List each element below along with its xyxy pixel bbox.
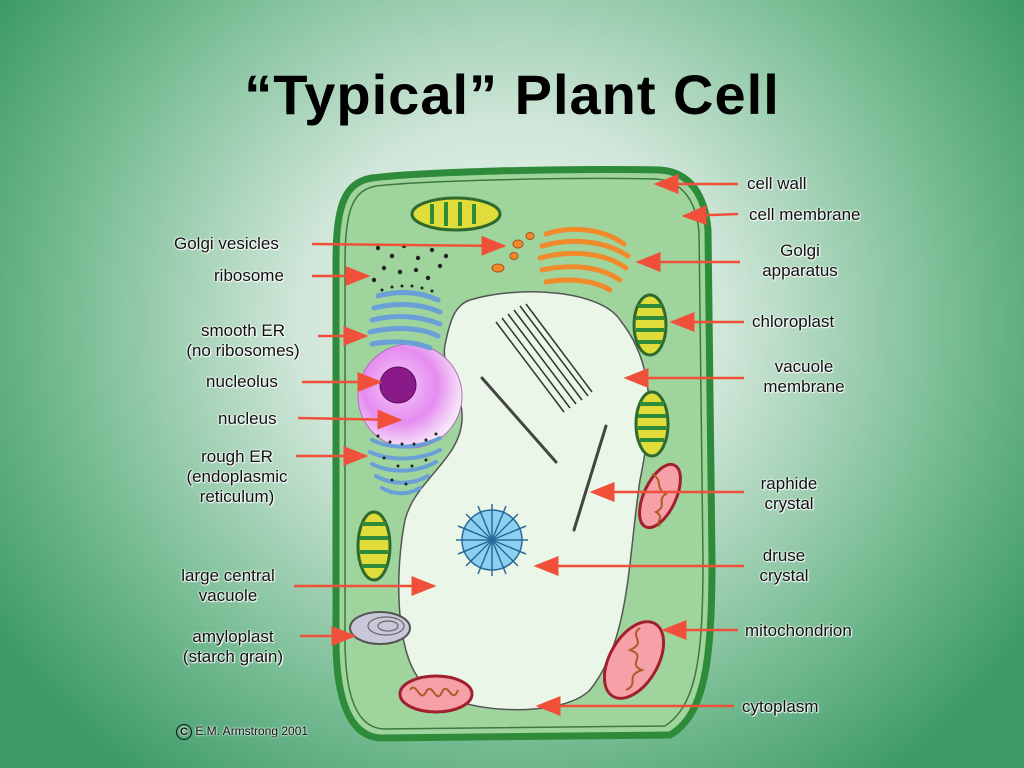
label-nucleolus: nucleolus [206, 372, 278, 391]
page-title: “Typical” Plant Cell [244, 63, 780, 126]
chloroplast-right-2 [634, 390, 670, 458]
label-rough-er: rough ER (endoplasmic reticulum) [166, 447, 308, 507]
arrow-golgi-vesicles [311, 235, 507, 256]
copyright-notice: C E.M. Armstrong 2001 [176, 724, 308, 740]
label-amyloplast-line2: (starch grain) [182, 647, 284, 666]
label-vacuole-membrane-line1: vacuole [774, 357, 834, 376]
chloroplast-left [356, 510, 392, 582]
label-ribosome: ribosome [214, 266, 284, 285]
rough-er [368, 436, 442, 496]
label-smooth-er-line1: smooth ER [200, 321, 286, 340]
nucleolus [379, 366, 417, 404]
golgi-apparatus [537, 226, 631, 293]
label-raphide-crystal-line2: crystal [764, 494, 814, 513]
label-cell-membrane: cell membrane [749, 205, 861, 224]
arrow-nucleus [297, 409, 403, 430]
label-raphide-crystal-line1: raphide [760, 474, 818, 493]
label-vacuole-membrane-line2: membrane [763, 377, 845, 396]
label-raphide-crystal: raphide crystal [752, 474, 826, 514]
mitochondrion-bottom [398, 674, 474, 714]
label-rough-er-line1: rough ER [201, 447, 273, 466]
label-large-central-vacuole-line2: vacuole [198, 586, 258, 605]
label-vacuole-membrane: vacuole membrane [750, 357, 858, 397]
raphide-crystal-needle-2 [572, 424, 608, 532]
chloroplast-top [410, 196, 502, 232]
label-arrows [294, 174, 744, 716]
label-smooth-er-line2: (no ribosomes) [186, 341, 300, 360]
mitochondrion-right-2 [602, 620, 666, 700]
ribosome-dots-er [380, 284, 434, 293]
label-golgi-apparatus-line1: Golgi [780, 241, 820, 260]
label-cell-wall: cell wall [747, 174, 807, 193]
label-rough-er-line2: (endoplasmic [186, 467, 288, 486]
label-chloroplast: chloroplast [752, 312, 835, 331]
label-golgi-apparatus: Golgi apparatus [748, 241, 852, 281]
copyright-text: E.M. Armstrong 2001 [195, 724, 309, 738]
mitochondrion-right-1 [638, 462, 682, 530]
label-cytoplasm: cytoplasm [742, 697, 819, 716]
amyloplast [349, 611, 411, 645]
rough-er-ribosomes [376, 432, 438, 486]
label-smooth-er: smooth ER (no ribosomes) [166, 321, 320, 361]
smooth-er [367, 290, 443, 351]
label-mitochondrion: mitochondrion [745, 621, 852, 640]
druse-crystal [456, 504, 528, 576]
golgi-vesicles [491, 232, 535, 273]
arrow-cell-membrane [681, 205, 739, 226]
label-rough-er-line3: reticulum) [199, 487, 275, 506]
label-large-central-vacuole-line1: large central [181, 566, 275, 585]
label-golgi-vesicles: Golgi vesicles [174, 234, 279, 253]
label-nucleus: nucleus [218, 409, 277, 428]
chloroplast-right-1 [632, 293, 668, 357]
label-druse-crystal-line1: druse [762, 546, 806, 565]
raphide-crystal-bundle [495, 303, 593, 413]
label-golgi-apparatus-line2: apparatus [762, 261, 838, 280]
label-amyloplast-line1: amyloplast [192, 627, 274, 646]
label-druse-crystal-line2: crystal [759, 566, 809, 585]
raphide-crystal-needle-1 [480, 376, 558, 464]
label-amyloplast: amyloplast (starch grain) [166, 627, 300, 667]
label-druse-crystal: druse crystal [752, 546, 816, 586]
label-large-central-vacuole: large central vacuole [164, 566, 292, 606]
copyright-symbol: C [176, 724, 192, 740]
